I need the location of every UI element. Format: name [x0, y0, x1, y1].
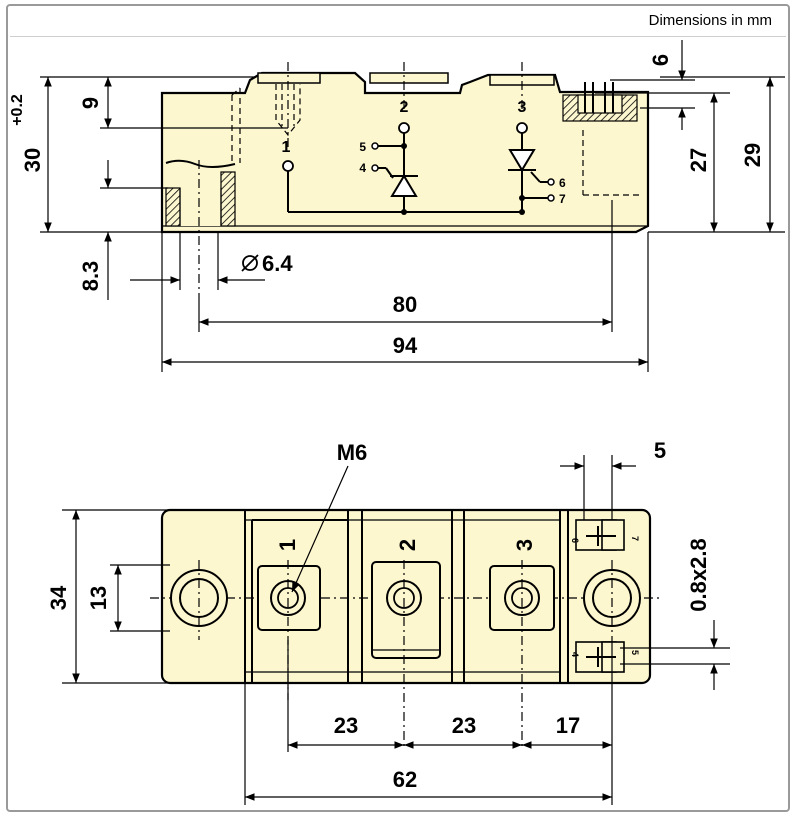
terminal-pad-3 — [489, 560, 555, 750]
side-terminal-label-1: 1 — [282, 139, 291, 156]
dim-pin-offset: 5 — [654, 438, 666, 463]
aux-pin-label-7: 7 — [630, 536, 640, 541]
units-note: Dimensions in mm — [648, 12, 772, 29]
side-terminal-block-1 — [257, 72, 321, 84]
drawing-frame — [6, 4, 790, 812]
dim-mount-offset: 13 — [86, 586, 111, 610]
dim-height-total: 30 — [20, 148, 45, 172]
dim-aux-pin-size: 0.8x2.8 — [686, 538, 711, 611]
dim-outer-height: 29 — [740, 143, 765, 167]
thyristor-symbol-2 — [508, 149, 536, 172]
dim-hole-diameter: 6.4 — [262, 251, 293, 276]
aux-pin-label-4: 4 — [570, 652, 580, 657]
dim-height-tolerance: +0.2 — [9, 94, 26, 126]
side-terminal-block-2 — [369, 72, 449, 84]
diameter-symbol — [241, 254, 259, 272]
aux-label-5: 5 — [359, 140, 366, 154]
thyristor-symbol — [390, 174, 418, 197]
dim-spacing-b: 23 — [452, 713, 476, 738]
side-terminal-label-2: 2 — [400, 99, 409, 116]
aux-pin-label-6: 6 — [570, 538, 580, 543]
aux-pin-label-5: 5 — [630, 650, 640, 655]
side-terminal-label-3: 3 — [518, 99, 527, 116]
terminal-pad-2 — [371, 560, 441, 750]
aux-label-7: 7 — [559, 192, 566, 206]
dim-spacing-c: 17 — [556, 713, 580, 738]
dim-top-offset: 9 — [78, 97, 103, 109]
top-view: 1 2 3 6 7 4 5 M6 34 1 — [46, 438, 730, 805]
top-terminal-label-1: 1 — [275, 539, 300, 551]
thread-leader — [291, 465, 349, 593]
header-divider — [10, 36, 786, 37]
dim-base-thickness: 8.3 — [78, 261, 103, 292]
terminal-node-3 — [516, 122, 528, 134]
screw-outline-1 — [275, 84, 301, 136]
aux-label-6: 6 — [559, 176, 566, 190]
thread-label: M6 — [337, 440, 368, 465]
aux-pin-connector-bottom: 4 5 — [570, 641, 640, 673]
terminal-node-2 — [398, 122, 410, 134]
dim-spacing-a: 23 — [334, 713, 358, 738]
hatch-right — [220, 171, 236, 227]
cutaway-break-line — [165, 159, 236, 168]
circuit-schematic: 1 2 3 5 4 — [282, 99, 566, 215]
dim-aux-height: 6 — [648, 54, 673, 66]
side-view: 1 2 3 5 4 — [9, 40, 785, 372]
terminal-node-1 — [282, 160, 294, 172]
dim-inner-height: 27 — [686, 148, 711, 172]
dim-span: 62 — [393, 767, 417, 792]
dim-hole-spacing: 80 — [393, 292, 417, 317]
aux-label-4: 4 — [359, 161, 366, 175]
top-terminal-label-3: 3 — [512, 539, 537, 551]
hatch-left — [165, 187, 181, 227]
dim-width: 34 — [46, 585, 71, 610]
dim-total-length: 94 — [393, 333, 418, 358]
aux-pin-connector-top: 6 7 — [570, 519, 640, 551]
top-terminal-label-2: 2 — [395, 539, 420, 551]
